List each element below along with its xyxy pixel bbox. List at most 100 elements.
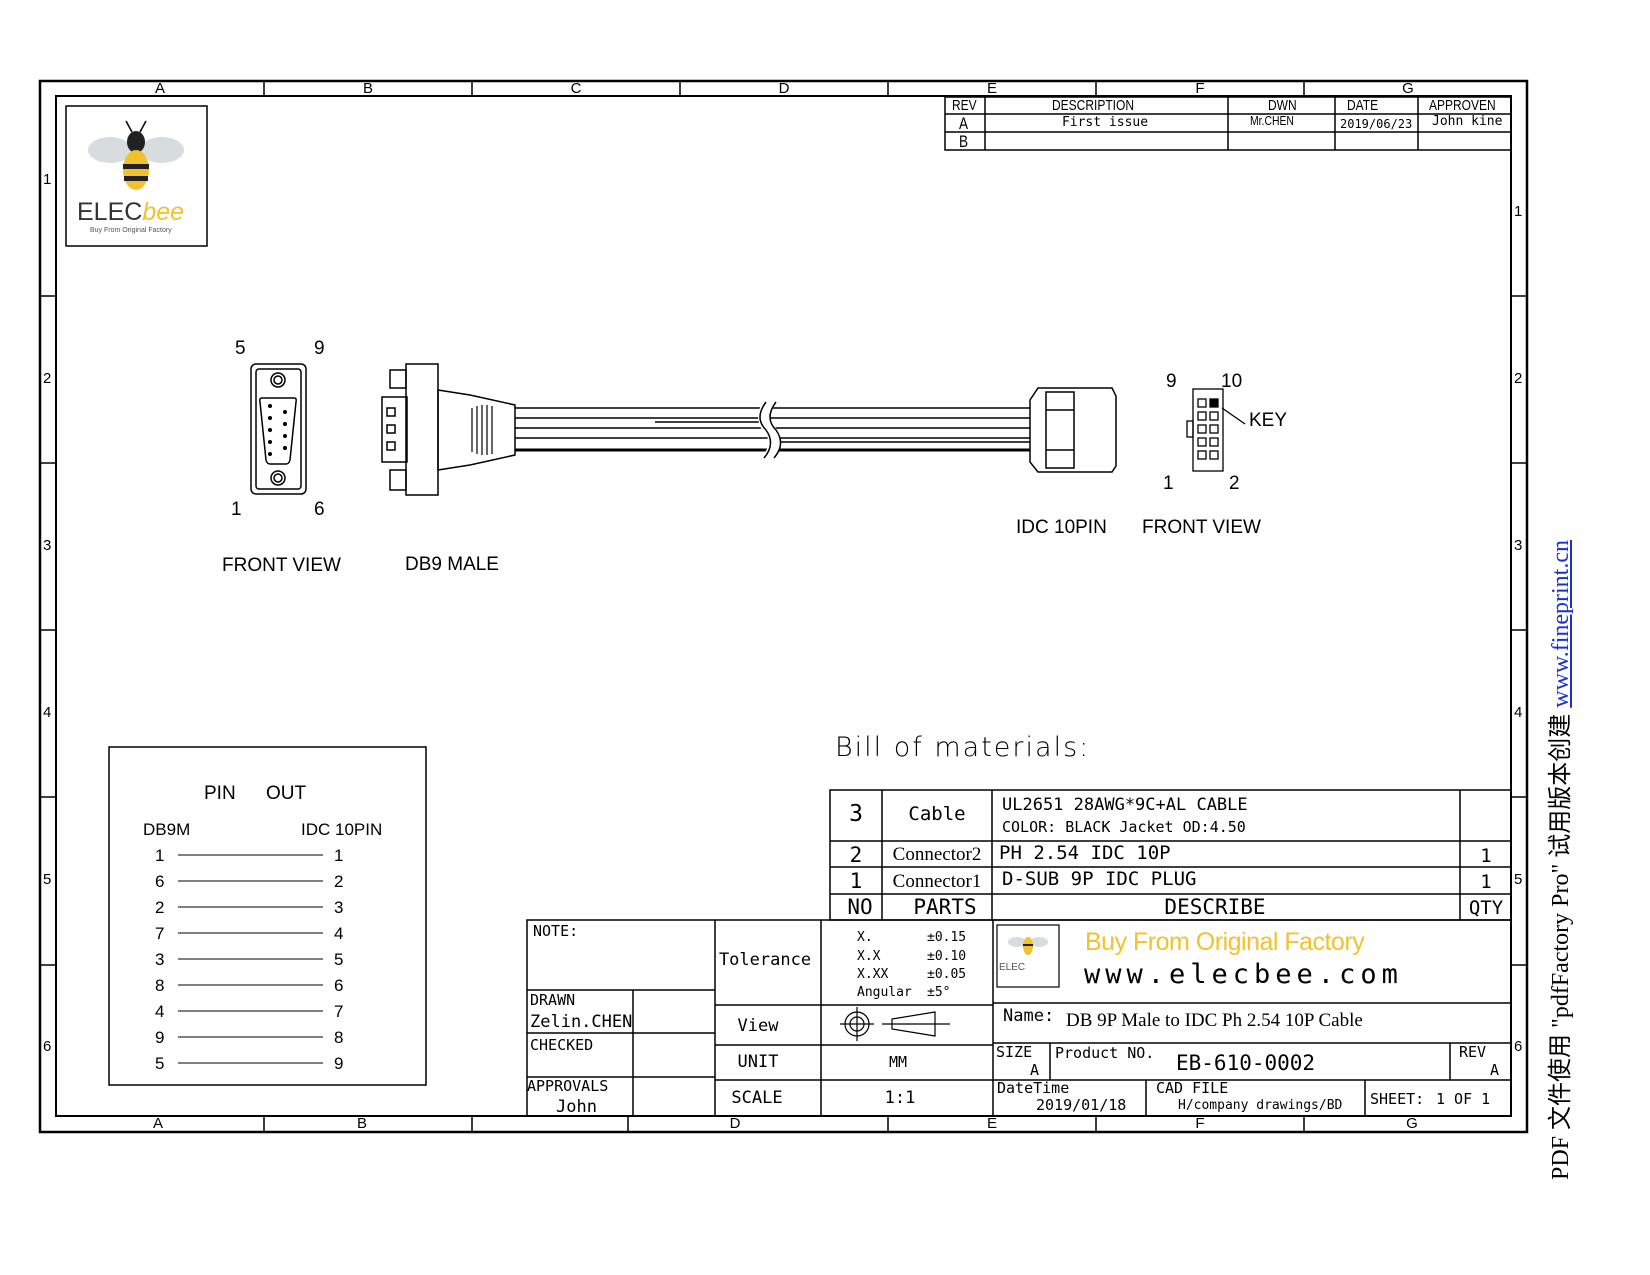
db9-front-view-caption: FRONT VIEW — [222, 555, 341, 576]
zone-row-5-right: 5 — [1514, 871, 1523, 888]
rev-a-approven: John kine — [1432, 114, 1503, 129]
bom-row-3-part: Cable — [908, 803, 966, 825]
bom-row-2-describe: PH 2.54 IDC 10P — [999, 842, 1171, 864]
bom-header-parts: PARTS — [913, 895, 977, 919]
rev-header-rev: REV — [952, 97, 977, 114]
pinout-db9-pin: 1 — [155, 846, 165, 865]
db9-front-view-outline — [250, 363, 307, 495]
bee-logo-icon — [88, 120, 1048, 955]
zone-row-3-left: 3 — [43, 537, 52, 554]
name-label: Name: — [1003, 1006, 1055, 1026]
approvals-value: John Kine — [556, 1097, 597, 1116]
bom-row-3-describe-1: UL2651 28AWG*9C+AL CABLE — [1002, 795, 1248, 815]
pinout-idc-pin: 1 — [334, 846, 344, 865]
tolerance-xxx-value: ±0.05 — [927, 967, 967, 982]
rev-header-approven: APPROVEN — [1429, 97, 1496, 114]
pdf-watermark: PDF 文件使用 "pdfFactory Pro" 试用版本创建 www.fin… — [1540, 540, 1575, 1180]
pinout-title-out: OUT — [266, 783, 307, 804]
idc-front-view-outline — [1186, 388, 1246, 472]
db9-pin-6-label: 6 — [314, 499, 325, 520]
pinout-db9-pin: 3 — [155, 950, 165, 969]
revision-table-grid — [944, 96, 1512, 151]
pinout-wires — [178, 854, 323, 1064]
zone-col-g-bottom: G — [1406, 1115, 1418, 1132]
view-label: View — [737, 1016, 779, 1036]
bom-row-1-qty: 1 — [1480, 871, 1492, 893]
sheet-label: SHEET: — [1370, 1090, 1425, 1108]
sheet-value: 1 OF 1 — [1436, 1090, 1491, 1108]
pinout-db9-pin: 6 — [155, 872, 165, 891]
pinout-idc-pin: 5 — [334, 950, 344, 969]
rev-value: A — [1490, 1061, 1500, 1079]
db9-pin-5-label: 5 — [235, 338, 246, 359]
zone-row-5-left: 5 — [43, 871, 52, 888]
zone-col-e-top: E — [986, 80, 998, 97]
pinout-db9-pin: 4 — [155, 1002, 165, 1021]
rev-header-dwn: DWN — [1268, 97, 1297, 114]
pinout-db9-pin: 8 — [155, 976, 165, 995]
logo-tagline: Buy From Original Factory — [90, 227, 172, 234]
logo-box — [65, 105, 208, 247]
pinout-db9-pin: 7 — [155, 924, 165, 943]
zone-col-d-bottom: D — [729, 1115, 741, 1132]
drawn-label: DRAWN — [530, 991, 576, 1009]
pinout-idc-pin: 6 — [334, 976, 344, 995]
outer-frame — [38, 79, 1529, 1134]
bom-row-2-no: 2 — [849, 843, 863, 867]
size-value: A — [1030, 1061, 1040, 1079]
cad-file-label: CAD FILE — [1156, 1079, 1229, 1097]
zone-ticks — [40, 81, 1527, 1132]
cable-assembly-side-view — [381, 363, 1117, 496]
rev-a-date: 2019/06/23 — [1340, 117, 1413, 131]
idc-pin-10-label: 10 — [1221, 371, 1243, 392]
bom-row-3-describe-2: COLOR: BLACK Jacket OD:4.50 — [1002, 818, 1246, 836]
approvals-label: APPROVALS — [527, 1077, 609, 1095]
rev-header-description: DESCRIPTION — [1052, 97, 1135, 114]
note-label: NOTE: — [533, 922, 579, 940]
bom-row-1-no: 1 — [849, 869, 863, 893]
rev-header-date: DATE — [1347, 97, 1379, 114]
pinout-idc-pin: 2 — [334, 872, 344, 891]
zone-col-g-top: G — [1402, 80, 1414, 97]
tolerance-label: Tolerance — [718, 950, 812, 970]
rev-label: REV — [1459, 1043, 1487, 1061]
zone-row-4-left: 4 — [43, 704, 52, 721]
idc-front-view-caption: FRONT VIEW — [1142, 517, 1261, 538]
projection-symbol-icon — [840, 1007, 950, 1041]
unit-value: MM — [888, 1053, 908, 1071]
zone-row-2-right: 2 — [1514, 370, 1523, 387]
bom-row-2-part: Connector2 — [892, 844, 982, 865]
zone-col-b-bottom: B — [356, 1115, 368, 1132]
zone-col-c-top: C — [570, 80, 582, 97]
watermark-link[interactable]: www.fineprint.cn — [1548, 540, 1574, 708]
zone-col-e-bottom: E — [986, 1115, 998, 1132]
website: www.elecbee.com — [1084, 959, 1403, 990]
pinout-header-idc: IDC 10PIN — [301, 820, 383, 839]
idc-pin-2-label: 2 — [1229, 473, 1240, 494]
checked-label: CHECKED — [530, 1036, 594, 1054]
pinout-title-pin: PIN — [204, 783, 236, 804]
bom-header-describe: DESCRIBE — [1164, 895, 1266, 919]
zone-row-1-left: 1 — [43, 171, 52, 188]
pinout-idc-pin: 9 — [334, 1054, 344, 1073]
db9-male-caption: DB9 MALE — [405, 554, 499, 575]
datetime-label: DateTime — [997, 1079, 1070, 1097]
bom-title: Bill of materials: — [835, 732, 1091, 763]
zone-row-4-right: 4 — [1514, 704, 1523, 721]
tolerance-xxx-label: X.XX — [857, 967, 889, 982]
zone-row-6-right: 6 — [1514, 1038, 1523, 1055]
drawn-value: Zelin.CHEN — [530, 1012, 633, 1032]
bom-row-1-part: Connector1 — [892, 871, 982, 892]
zone-row-6-left: 6 — [43, 1038, 52, 1055]
zone-col-f-bottom: F — [1195, 1115, 1205, 1132]
scale-value: 1:1 — [884, 1088, 916, 1108]
pinout-idc-pin: 3 — [334, 898, 344, 917]
idc-pin-9-label: 9 — [1166, 371, 1177, 392]
small-logo-text: ELEC — [999, 962, 1026, 973]
zone-row-2-left: 2 — [43, 370, 52, 387]
zone-col-f-top: F — [1195, 80, 1205, 97]
zone-col-b-top: B — [362, 80, 374, 97]
name-value: DB 9P Male to IDC Ph 2.54 10P Cable — [1066, 1010, 1363, 1031]
